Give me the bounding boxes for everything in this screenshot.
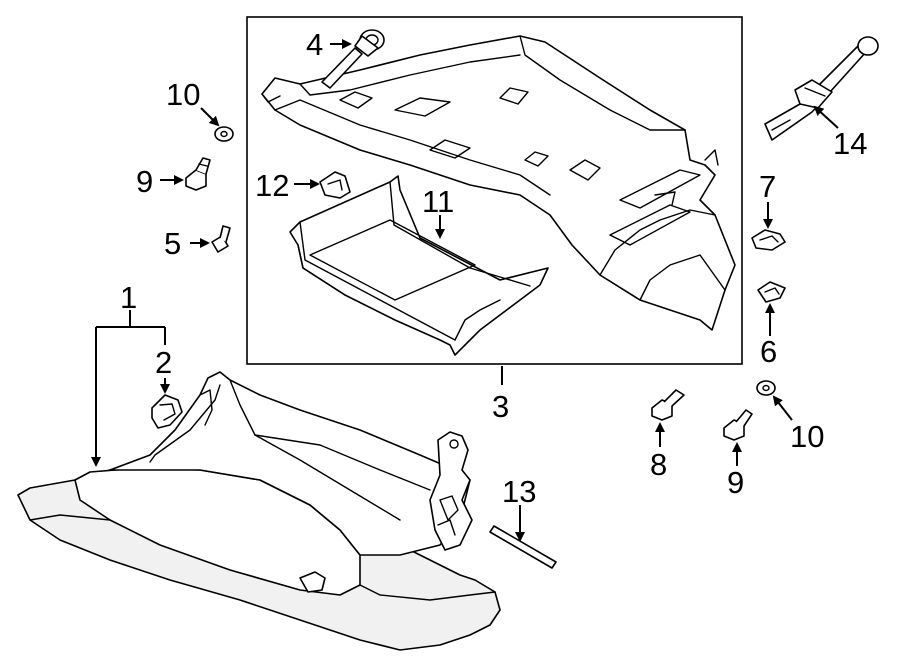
hinge-pin bbox=[489, 525, 557, 569]
bolt-8 bbox=[651, 389, 685, 421]
damper-strut bbox=[321, 29, 385, 89]
callout-12: 12 bbox=[255, 168, 289, 203]
clip-6 bbox=[757, 281, 786, 303]
clip-12 bbox=[319, 171, 351, 199]
callout-10-left: 10 bbox=[166, 77, 200, 112]
washer-10-right bbox=[756, 380, 776, 396]
callout-2: 2 bbox=[155, 345, 172, 380]
assembly-3-frame bbox=[246, 16, 743, 365]
leader-lines bbox=[91, 39, 839, 542]
callout-8: 8 bbox=[650, 447, 667, 482]
bolt-9-right bbox=[723, 409, 753, 441]
callout-10-right: 10 bbox=[790, 419, 824, 454]
callout-4: 4 bbox=[306, 27, 323, 62]
callout-6: 6 bbox=[760, 334, 777, 369]
callout-9-right: 9 bbox=[727, 465, 744, 500]
clip-2 bbox=[151, 394, 183, 429]
callout-3: 3 bbox=[492, 389, 509, 424]
callout-labels: 1 2 3 4 5 6 7 8 9 9 10 10 11 12 13 14 bbox=[120, 27, 867, 509]
callout-1: 1 bbox=[120, 280, 137, 315]
bolt-5 bbox=[211, 225, 231, 253]
clip-7 bbox=[751, 229, 786, 251]
callout-9-left: 9 bbox=[136, 164, 153, 199]
bolt-9-left bbox=[185, 157, 211, 191]
callout-11: 11 bbox=[422, 184, 454, 219]
damper-14 bbox=[764, 36, 879, 141]
callout-5: 5 bbox=[164, 226, 181, 261]
glove-box-tray bbox=[289, 175, 549, 356]
callout-13: 13 bbox=[502, 474, 536, 509]
glove-box-door bbox=[17, 371, 501, 651]
glove-box-housing bbox=[261, 35, 736, 331]
callout-14: 14 bbox=[833, 126, 867, 161]
callout-7: 7 bbox=[759, 169, 776, 204]
washer-10-left bbox=[214, 126, 234, 142]
